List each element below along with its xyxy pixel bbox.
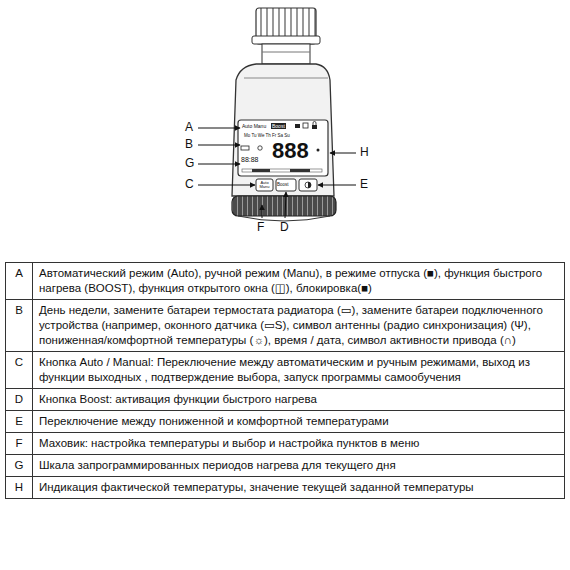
table-description: Кнопка Boost: активация функции быстрого… <box>33 389 564 410</box>
suitcase-icon <box>295 124 300 128</box>
program-bar <box>242 169 322 172</box>
handwheel <box>232 196 336 216</box>
lcd-mode-text: Auto Manu <box>242 124 266 129</box>
table-row: DКнопка Boost: активация функции быстрог… <box>5 389 565 411</box>
lock-icon <box>312 125 317 129</box>
table-row: EПереключение между пониженной и комфорт… <box>5 411 565 433</box>
table-row: GШкала запрограммированных периодов нагр… <box>5 455 565 477</box>
callout-letter: A <box>185 121 193 133</box>
table-description: День недели, замените батареи термостата… <box>33 300 564 351</box>
battery-icon <box>241 146 249 150</box>
auto-manu-button <box>256 179 273 191</box>
table-letter: B <box>6 300 33 351</box>
table-letter: F <box>6 433 33 454</box>
lcd-time-text: 88:88 <box>241 156 259 163</box>
callout-letter: H <box>360 146 369 158</box>
table-letter: H <box>6 477 33 498</box>
legend-table: AАвтоматический режим (Auto), ручной реж… <box>5 262 565 499</box>
table-description: Переключение между пониженной и комфортн… <box>33 411 564 432</box>
table-description: Индикация фактической температуры, значе… <box>33 477 564 498</box>
button-text: Auto Manu <box>257 181 272 189</box>
cap-ring <box>252 36 320 44</box>
table-letter: C <box>6 352 33 388</box>
degree-dot <box>317 149 320 152</box>
table-letter: E <box>6 411 33 432</box>
table-row: BДень недели, замените батареи термостат… <box>5 300 565 352</box>
table-description: Шкала запрограммированных периодов нагре… <box>33 455 564 476</box>
lcd-display <box>238 120 328 176</box>
table-row: CКнопка Auto / Manual: Переключение межд… <box>5 352 565 389</box>
lcd-boost-text: Boost <box>271 123 286 129</box>
table-description: Маховик: настройка температуры и выбор и… <box>33 433 564 454</box>
button-text: Boost <box>277 183 289 188</box>
callout-letter: B <box>185 138 193 150</box>
callout-letter: E <box>360 178 368 190</box>
window-icon <box>303 123 308 128</box>
callout-letter: G <box>185 157 194 169</box>
callout-letter: C <box>185 178 194 190</box>
table-row: FМаховик: настройка температуры и выбор … <box>5 433 565 455</box>
lcd-weekday-text: Mo Tu We Th Fr Sa Su <box>244 134 290 139</box>
lcd-digits: 888 <box>272 140 309 162</box>
comfort-button <box>299 179 317 191</box>
table-row: AАвтоматический режим (Auto), ручной реж… <box>5 263 565 300</box>
table-letter: D <box>6 389 33 410</box>
leader-lines <box>198 128 356 218</box>
table-row: HИндикация фактической температуры, знач… <box>5 477 565 499</box>
sun-icon <box>258 146 262 150</box>
table-letter: A <box>6 263 33 299</box>
table-description: Автоматический режим (Auto), ручной режи… <box>33 263 564 299</box>
table-letter: G <box>6 455 33 476</box>
table-description: Кнопка Auto / Manual: Переключение между… <box>33 352 564 388</box>
neck <box>262 44 310 64</box>
callout-letter: F <box>257 221 264 233</box>
housing <box>232 64 334 196</box>
callout-letter: D <box>280 221 289 233</box>
boost-button <box>276 179 296 191</box>
